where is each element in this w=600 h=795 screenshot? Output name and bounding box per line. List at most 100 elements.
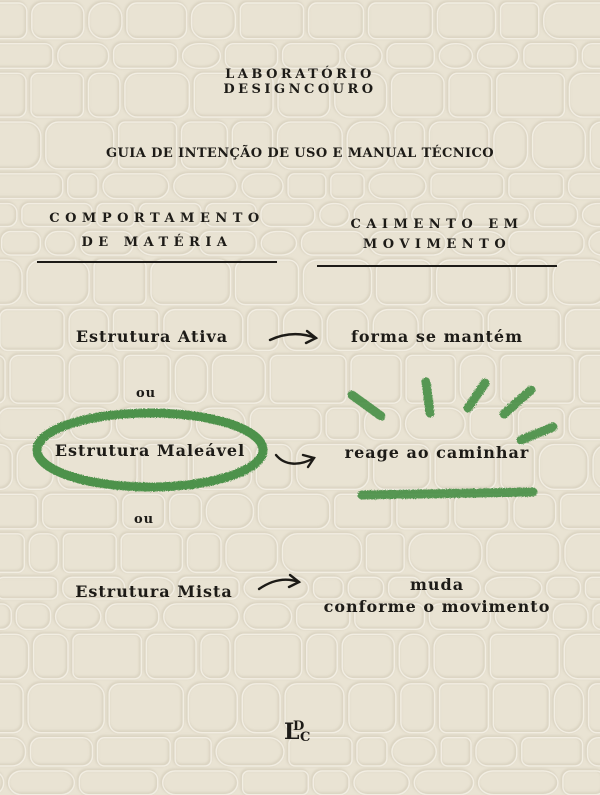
- leather-scale: [564, 308, 600, 352]
- leather-scale: [233, 258, 299, 305]
- leather-scale: [306, 1, 364, 39]
- leather-scale: [448, 72, 493, 118]
- arrows: [257, 329, 319, 591]
- leather-scale: [590, 601, 600, 630]
- leather-scale: [440, 736, 472, 767]
- leather-scale: [25, 258, 90, 305]
- leather-scale: [332, 71, 387, 118]
- leather-scale: [0, 171, 63, 199]
- leather-scale: [287, 173, 327, 200]
- leather-scale: [88, 2, 123, 40]
- leather-scale: [317, 201, 350, 227]
- separator-or-1: ou: [135, 386, 157, 401]
- leather-scale: [568, 72, 600, 118]
- leather-scale: [138, 202, 202, 228]
- leather-scale: [350, 354, 402, 404]
- leather-scale: [0, 493, 39, 530]
- leather-scale: [70, 632, 142, 679]
- arrow-icon-row-3: [257, 578, 301, 591]
- leather-scale: [248, 406, 322, 440]
- leather-scale: [516, 406, 565, 440]
- leather-scale: [585, 735, 600, 766]
- leather-scale: [21, 202, 93, 228]
- leather-scale: [581, 43, 600, 70]
- leather-scale: [0, 307, 65, 351]
- leather-scale: [67, 173, 99, 200]
- leather-scale: [494, 603, 550, 631]
- leather-scale: [341, 633, 395, 680]
- brand-line-1: LABORATÓRIO: [225, 67, 375, 82]
- leather-scale: [163, 603, 240, 631]
- leather-scale: [486, 533, 561, 574]
- structure-active-label: Estrutura Ativa: [75, 327, 229, 346]
- leather-scale: [484, 531, 561, 573]
- leather-scale: [386, 43, 436, 70]
- leather-scale: [533, 202, 579, 228]
- leather-scale: [295, 603, 351, 631]
- separator-or-2: ou: [133, 512, 155, 527]
- leather-scale: [430, 173, 505, 200]
- leather-scale: [256, 492, 330, 529]
- leather-scale: [489, 633, 560, 680]
- leather-scale: [433, 633, 487, 680]
- leather-scale: [562, 632, 600, 679]
- leather-scale: [566, 171, 600, 199]
- leather-scale: [389, 735, 437, 766]
- leather-scale: [346, 575, 384, 599]
- leather-scale: [591, 444, 600, 488]
- leather-scale: [367, 171, 427, 199]
- leather-scale: [115, 407, 193, 441]
- leather-scale: [498, 353, 575, 404]
- leather-scale: [476, 43, 520, 70]
- leather-scale: [101, 171, 169, 199]
- leather-scale: [330, 173, 365, 200]
- leather-scale: [27, 531, 59, 573]
- leather-scale: [586, 229, 600, 255]
- leather-scale: [583, 575, 600, 599]
- leather-scale: [0, 533, 26, 574]
- leather-scale: [234, 633, 303, 680]
- leather-scale: [491, 120, 528, 169]
- leather-scale: [225, 533, 279, 574]
- leather-scale: [67, 307, 109, 351]
- leather-scale: [325, 307, 369, 351]
- leather-scale: [326, 308, 369, 352]
- leather-scale: [177, 575, 240, 599]
- leather-scale: [0, 120, 41, 169]
- leather-scale: [362, 406, 401, 440]
- leather-scale: [167, 492, 202, 529]
- leather-scale: [514, 258, 549, 305]
- leather-scale: [411, 202, 459, 228]
- leather-scale: [385, 41, 435, 69]
- leather-scale: [94, 201, 135, 227]
- leather-scale: [498, 1, 539, 39]
- leather-scale: [145, 633, 197, 680]
- leather-scale: [365, 533, 405, 574]
- leather-scale: [343, 41, 383, 69]
- leather-scale: [112, 308, 160, 352]
- leather-scale: [346, 681, 396, 733]
- leather-scale: [257, 493, 331, 530]
- leather-scale: [29, 736, 94, 767]
- leather-scale: [288, 736, 353, 767]
- leather-scale: [45, 121, 115, 170]
- left-column-heading-1: COMPORTAMENTO: [49, 211, 265, 226]
- leather-scale: [224, 43, 279, 70]
- leather-scale: [124, 1, 187, 39]
- leather-scale: [344, 43, 383, 70]
- leather-scale: [375, 259, 433, 306]
- leather-scale: [189, 1, 236, 39]
- motion-brush-strokes: [347, 377, 558, 500]
- leather-scale: [0, 173, 64, 200]
- leather-scale: [92, 258, 146, 305]
- leather-scale: [128, 576, 175, 600]
- leather-scale: [319, 202, 350, 228]
- leather-scale: [371, 442, 431, 490]
- leather-scale: [190, 2, 237, 40]
- leather-scale: [14, 601, 51, 630]
- leather-scale: [137, 201, 201, 227]
- leather-scale: [300, 230, 366, 256]
- leather-scale: [280, 41, 341, 69]
- leather-scale: [390, 72, 445, 118]
- leather-scale: [8, 353, 65, 404]
